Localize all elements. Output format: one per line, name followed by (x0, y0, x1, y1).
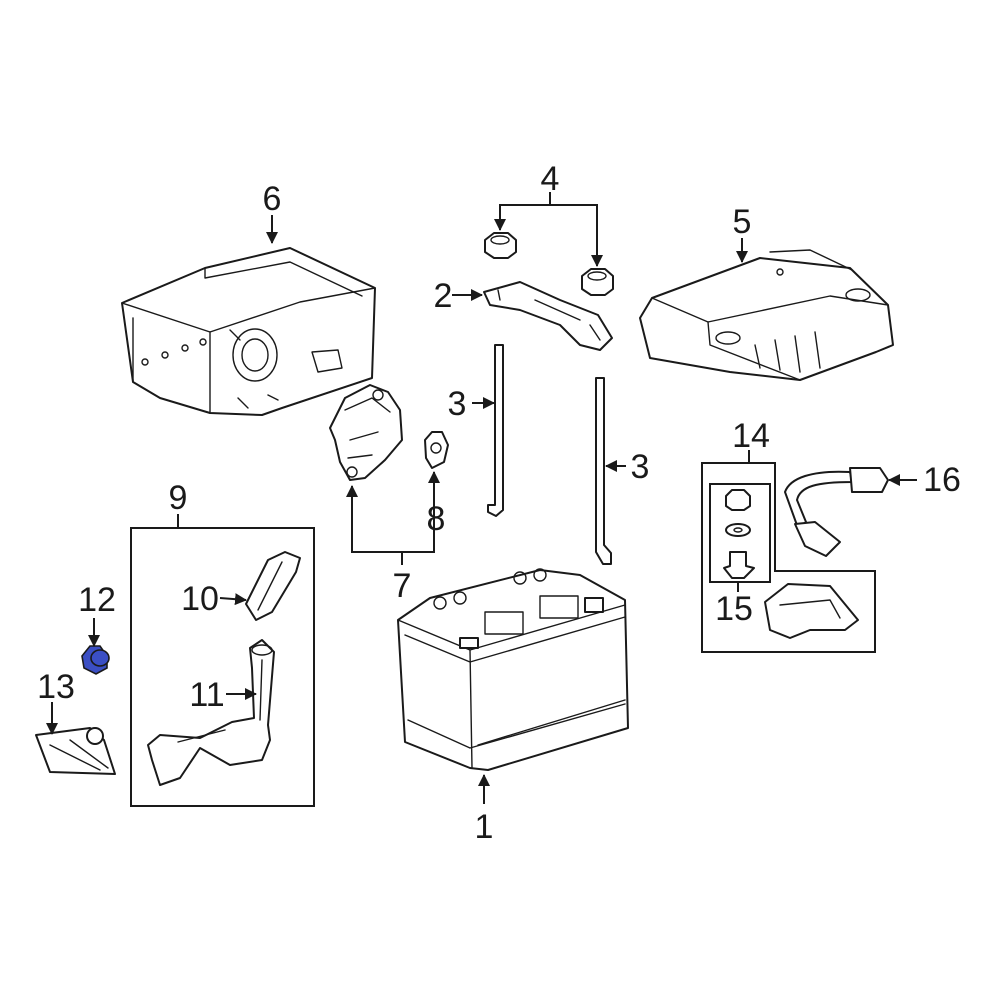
part-4-nut-left[interactable] (484, 232, 517, 259)
callout-7: 7 (393, 567, 412, 605)
part-7-bracket[interactable] (329, 384, 403, 481)
callout-11: 11 (189, 676, 224, 714)
part-5-battery-cover[interactable] (639, 249, 894, 381)
callout-2: 2 (434, 277, 453, 315)
part-6-battery-box[interactable] (121, 247, 376, 416)
callout-9: 9 (169, 479, 188, 517)
part-2-hold-down-bracket[interactable] (483, 281, 613, 351)
leader-lines (46, 192, 917, 804)
callout-labels: 1 2 3 3 4 5 6 7 8 9 10 11 12 13 14 15 16 (37, 160, 961, 846)
callout-8: 8 (427, 500, 446, 538)
part-4-nut-right[interactable] (581, 268, 614, 296)
part-16-cable[interactable] (784, 467, 889, 557)
callout-10: 10 (181, 580, 219, 618)
group-box-14 (701, 462, 876, 653)
part-1-battery[interactable] (397, 568, 629, 771)
part-11-vent-tube[interactable] (147, 639, 275, 786)
callout-3-left: 3 (448, 385, 467, 423)
part-13-shield[interactable] (35, 727, 116, 775)
callout-15: 15 (715, 590, 753, 628)
part-8-clip[interactable] (424, 431, 449, 469)
part-3-rod-right[interactable] (595, 377, 612, 565)
part-14-terminal-clamp[interactable] (764, 583, 859, 639)
part-15-hardware[interactable] (723, 489, 755, 579)
callout-5: 5 (733, 203, 752, 241)
callout-1: 1 (475, 808, 494, 846)
callout-13: 13 (37, 668, 75, 706)
callout-4: 4 (541, 160, 560, 198)
group-box-9 (130, 527, 315, 807)
part-12-push-pin[interactable] (81, 645, 110, 675)
callout-16: 16 (923, 461, 961, 499)
callout-14: 14 (732, 417, 770, 455)
part-3-rod-left[interactable] (487, 344, 504, 517)
part-10-vent-cap[interactable] (245, 551, 301, 621)
group-box-15 (709, 483, 771, 583)
callout-3-right: 3 (631, 448, 650, 486)
callout-12: 12 (78, 581, 116, 619)
callout-6: 6 (263, 180, 282, 218)
